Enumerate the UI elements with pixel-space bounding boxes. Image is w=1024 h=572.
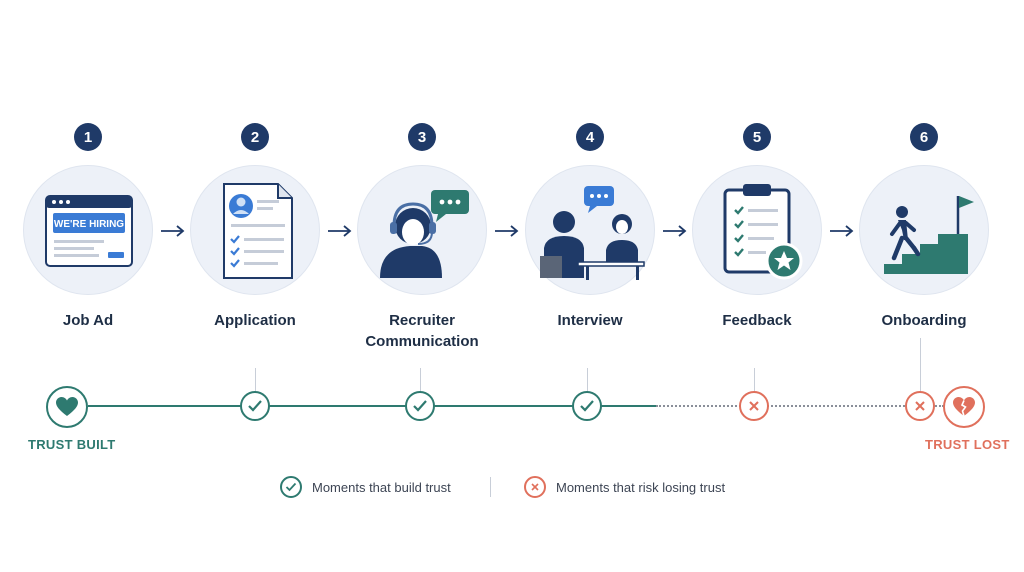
timeline-tick — [420, 368, 421, 392]
interview-people-icon — [540, 186, 645, 280]
timeline-tick — [587, 368, 588, 392]
trust-built-heart-icon — [46, 386, 88, 428]
legend-risk-label: Moments that risk losing trust — [556, 479, 726, 495]
trust-line-solid — [88, 405, 656, 407]
trust-risk-x-icon — [739, 391, 769, 421]
step-number-2: 2 — [241, 123, 269, 151]
legend-x-icon — [524, 476, 546, 498]
step-circle-onboarding — [859, 165, 989, 295]
trust-lost-broken-heart-icon — [943, 386, 985, 428]
step-number-3: 3 — [408, 123, 436, 151]
step-number-5: 5 — [743, 123, 771, 151]
step-number-6: 6 — [910, 123, 938, 151]
step-circle-interview — [525, 165, 655, 295]
trust-check-icon — [405, 391, 435, 421]
feedback-clipboard-icon — [723, 184, 803, 280]
recruiter-headset-icon — [380, 190, 469, 278]
timeline-tick — [255, 368, 256, 392]
step-number-4: 4 — [576, 123, 604, 151]
step-circle-application — [190, 165, 320, 295]
legend-risk-trust: Moments that risk losing trust — [524, 476, 725, 498]
step-number-1: 1 — [74, 123, 102, 151]
step-label-interview: Interview — [557, 312, 623, 329]
trust-check-icon — [572, 391, 602, 421]
arrow-right-icon — [328, 225, 352, 237]
trust-check-icon — [240, 391, 270, 421]
arrow-right-icon — [830, 225, 854, 237]
step-label-job-ad: Job Ad — [62, 312, 114, 329]
trust-lost-label: TRUST LOST — [925, 437, 1010, 452]
legend-divider — [490, 477, 491, 497]
step-circle-recruiter — [357, 165, 487, 295]
arrow-right-icon — [495, 225, 519, 237]
timeline-tick — [754, 368, 755, 392]
step-circle-job-ad: WE'RE HIRING — [23, 165, 153, 295]
step-label-application: Application — [214, 312, 296, 329]
trust-risk-x-icon — [905, 391, 935, 421]
step-circle-feedback — [692, 165, 822, 295]
legend-check-icon — [280, 476, 302, 498]
legend-build-trust: Moments that build trust — [280, 476, 451, 498]
step-label-feedback: Feedback — [722, 312, 792, 329]
job-ad-banner-text: WE'RE HIRING — [54, 219, 124, 230]
application-document-icon — [223, 183, 293, 279]
trust-line-dotted — [656, 405, 944, 407]
onboarding-stairs-flag-icon — [884, 196, 974, 274]
job-ad-browser-icon: WE'RE HIRING — [45, 195, 133, 267]
timeline-tick — [920, 338, 921, 392]
step-label-recruiter-communication: Recruiter Communication — [365, 312, 479, 350]
trust-built-label: TRUST BUILT — [28, 437, 116, 452]
legend-build-label: Moments that build trust — [312, 479, 451, 495]
arrow-right-icon — [161, 225, 185, 237]
arrow-right-icon — [663, 225, 687, 237]
step-label-onboarding: Onboarding — [881, 312, 967, 329]
